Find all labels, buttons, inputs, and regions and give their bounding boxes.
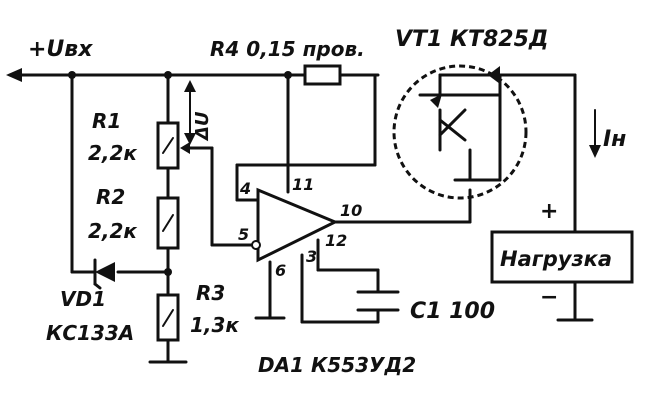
delta-u-arrow-icon [184, 80, 196, 145]
label-load-minus: − [540, 285, 558, 310]
label-delta-u: ΔU [192, 111, 213, 142]
resistor-r1 [156, 121, 190, 170]
label-vin: +Uвх [28, 37, 93, 62]
label-r4: R4 0,15 пров. [210, 37, 365, 61]
label-c1: C1 100 [410, 299, 495, 324]
pin-3: 3 [306, 247, 317, 266]
label-r2-value: 2,2к [88, 219, 137, 243]
label-da1: DA1 К553УД2 [258, 353, 416, 377]
current-arrow-icon [589, 109, 601, 158]
pin-4: 4 [239, 179, 251, 198]
junctions [68, 71, 292, 276]
pin-10: 10 [340, 201, 362, 220]
label-r3-value: 1,3к [190, 313, 239, 337]
capacitor-c1 [356, 290, 400, 312]
resistor-r3 [156, 293, 180, 342]
pin-5: 5 [238, 225, 249, 244]
label-load: Нагрузка [500, 247, 612, 271]
pin-6: 6 [275, 261, 286, 280]
label-r2-name: R2 [96, 185, 125, 209]
pin-12: 12 [325, 231, 347, 250]
load-box [490, 230, 634, 284]
pin-11: 11 [292, 175, 314, 194]
label-current: Iн [603, 127, 626, 152]
label-vt1: VT1 КТ825Д [395, 27, 549, 52]
wires [8, 73, 577, 364]
label-r1-name: R1 [92, 109, 121, 133]
label-vd1-part: КС133А [46, 321, 134, 345]
label-r1-value: 2,2к [88, 141, 137, 165]
label-load-plus: + [540, 199, 558, 224]
label-r3-name: R3 [196, 281, 225, 305]
zener-diode-vd1 [93, 258, 115, 290]
transistor-vt1 [392, 64, 528, 200]
resistor-r2 [156, 196, 180, 250]
input-arrow-icon [6, 68, 22, 82]
label-vd1-name: VD1 [60, 287, 106, 311]
resistor-r4 [303, 64, 342, 86]
opamp-da1 [251, 187, 339, 263]
